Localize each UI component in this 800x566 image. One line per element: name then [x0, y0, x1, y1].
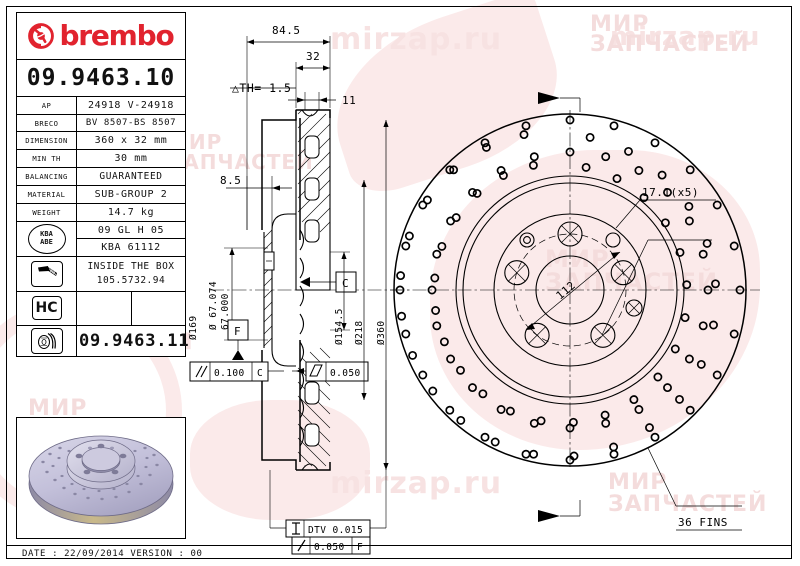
- spec-key-dimension: DIMENSION: [17, 132, 77, 149]
- section-vane-cavities: [304, 135, 320, 467]
- gdt-dtv-tol: DTV 0.015: [308, 525, 363, 536]
- brembo-mark-icon: [28, 23, 55, 49]
- hc-badge-icon: HC: [17, 291, 77, 325]
- gdt-dtv-frame: DTV 0.015: [270, 519, 386, 538]
- spec-key-min-th: MIN TH: [17, 150, 77, 167]
- brembo-wordmark: brembo: [59, 19, 174, 52]
- kba-label-top: KBA: [40, 230, 53, 239]
- diameter-label-360: Ø360: [376, 321, 387, 345]
- screw-glyph-icon: [37, 265, 57, 276]
- wheel-bolt-hole: [590, 322, 616, 348]
- dimension-thickness-variation: △TH= 1.5: [230, 81, 296, 95]
- spec-key-material: MATERIAL: [17, 186, 77, 203]
- brembo-logo: brembo: [17, 13, 185, 60]
- datum-f-label: F: [234, 325, 241, 338]
- spec-row-breco: BRECO BV 8507-BS 8507: [17, 115, 185, 132]
- dimension-label-center-bore-lower: 67.000: [220, 293, 231, 330]
- screw-icon: [17, 257, 77, 291]
- datum-c-label: C: [342, 277, 349, 290]
- hole-size-callout: 17.1(x5): [601, 186, 716, 336]
- section-hatching-upper: [297, 109, 331, 233]
- footer-divider: [6, 545, 792, 546]
- kba-abe-roundel-icon: KBA ABE: [17, 222, 77, 256]
- face-view: 17.1(x5) 112 36 FINS: [390, 110, 760, 531]
- datum-c-marker: C: [300, 271, 357, 293]
- hc-label: HC: [31, 296, 62, 321]
- kba-value-bottom: KBA 61112: [101, 241, 161, 253]
- dimension-label-11: 11: [342, 94, 356, 107]
- wheel-bolt-hole: [610, 260, 636, 286]
- inside-box-line2: 105.5732.94: [96, 274, 166, 286]
- spec-value-min-th: 30 mm: [114, 153, 148, 164]
- gdt-flatness-frame: 0.050: [292, 361, 369, 382]
- diameter-label-154-5: Ø154.5: [334, 308, 345, 345]
- gdt-flatness-tol: 0.050: [330, 368, 361, 379]
- dimension-label-center-bore: Ø 67.074: [208, 281, 219, 330]
- spec-value-balancing: GUARANTEED: [99, 171, 163, 182]
- spec-key-breco: BRECO: [17, 115, 77, 131]
- spec-value-ap: 24918 V-24918: [87, 100, 175, 111]
- spec-key-balancing: BALANCING: [17, 168, 77, 185]
- bolt-circle-label: 112: [554, 279, 579, 303]
- brake-disc-glyph-icon: [37, 332, 56, 349]
- spec-panel: brembo 09.9463.10 AP 24918 V-24918 BRECO…: [16, 12, 189, 357]
- dimension-label-169: Ø169: [188, 316, 199, 340]
- dimension-label-delta-th: △TH= 1.5: [232, 81, 291, 95]
- spec-row-kba: KBA ABE 09 GL H 05 KBA 61112: [17, 222, 185, 257]
- brake-disc-photo: [28, 435, 174, 525]
- brake-disc-icon: [17, 325, 77, 356]
- spec-row-weight: WEIGHT 14.7 kg: [17, 204, 185, 222]
- spec-value-material: SUB-GROUP 2: [94, 189, 168, 200]
- gdt-parallelism-datum: C: [257, 368, 263, 379]
- dimension-hat-step: 8.5: [220, 174, 292, 230]
- spec-row-inside-box: INSIDE THE BOX 105.5732.94: [17, 257, 185, 292]
- dimension-169: Ø169: [188, 316, 199, 340]
- spec-row-balancing: BALANCING GUARANTEED: [17, 168, 185, 186]
- part-number-primary: 09.9463.10: [17, 60, 185, 97]
- spec-key-weight: WEIGHT: [17, 204, 77, 221]
- part-number-primary-value: 09.9463.10: [26, 65, 176, 91]
- gdt-parallelism-frame: 0.100 C: [189, 361, 284, 382]
- fins-label: 36 FINS: [678, 516, 728, 529]
- kba-label-bottom: ABE: [40, 238, 53, 246]
- dimension-label-32: 32: [306, 50, 320, 63]
- spec-row-min-th: MIN TH 30 mm: [17, 150, 185, 168]
- spec-value-weight: 14.7 kg: [107, 207, 155, 218]
- kba-value-top: 09 GL H 05: [77, 222, 185, 239]
- diameter-label-218: Ø218: [354, 321, 365, 345]
- spec-row-hc: HC: [17, 291, 186, 326]
- fins-callout: 36 FINS: [647, 447, 742, 531]
- part-number-alt-value: 09.9463.11: [79, 330, 190, 351]
- spec-value-dimension: 360 x 32 mm: [94, 135, 168, 146]
- spec-row-ap: AP 24918 V-24918: [17, 97, 185, 115]
- spec-key-ap: AP: [17, 97, 77, 114]
- gdt-parallelism-tol: 0.100: [214, 368, 245, 379]
- spec-row-material: MATERIAL SUB-GROUP 2: [17, 186, 185, 204]
- spec-row-dimension: DIMENSION 360 x 32 mm: [17, 132, 185, 150]
- dimension-disc-thickness: 11: [288, 92, 356, 110]
- wheel-bolt-hole: [504, 260, 530, 286]
- diameter-dimension-stack: Ø154.5 Ø218 Ø360: [330, 120, 389, 470]
- hc-empty-cell-right: [132, 292, 186, 325]
- spec-value-breco: BV 8507-BS 8507: [85, 118, 177, 128]
- hole-size-label: 17.1(x5): [642, 186, 699, 199]
- bolt-circle-callout: 112: [525, 251, 621, 331]
- inside-box-line1: INSIDE THE BOX: [87, 261, 175, 272]
- gdt-runout-datum: F: [357, 542, 363, 553]
- dimension-label-8-5: 8.5: [220, 174, 241, 187]
- gdt-runout-tol: 0.050: [314, 542, 345, 553]
- section-view-arrows: [538, 92, 581, 522]
- spec-row-alt-part: 09.9463.11: [17, 325, 189, 356]
- footer-date-version: DATE : 22/09/2014 VERSION : 00: [22, 549, 203, 559]
- datum-f-marker: F: [227, 319, 249, 360]
- dimension-label-84-5: 84.5: [272, 24, 301, 37]
- section-hatching-wall: [263, 229, 273, 347]
- hc-empty-cell-left: [77, 291, 132, 325]
- product-photo-panel: [16, 417, 186, 539]
